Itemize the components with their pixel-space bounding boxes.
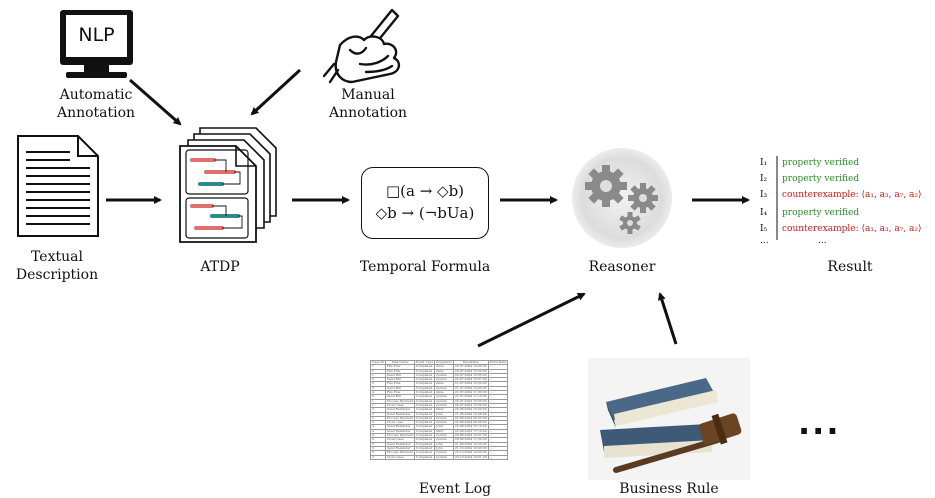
result-id: I₁ xyxy=(760,158,768,168)
formula-line-2: ◇b → (¬bUa) xyxy=(375,204,475,222)
table-cell: Mary xyxy=(433,407,454,413)
table-cell: Completed xyxy=(413,454,435,460)
event-log-header-cell: Case ID xyxy=(370,360,386,366)
atdp-label: ATDP xyxy=(200,259,240,275)
table-cell: Close Case xyxy=(384,454,415,460)
flow-arrows xyxy=(106,68,750,348)
event-log-header-cell: Extra Data xyxy=(487,360,509,366)
result-id: ... xyxy=(760,236,769,246)
gears-icon xyxy=(572,148,672,248)
temporal-formula-label: Temporal Formula xyxy=(359,259,491,275)
event-log-label: Event Log xyxy=(418,481,492,497)
textual-description-label: Textual Description xyxy=(15,249,99,283)
automatic-annotation-label: Automatic Annotation xyxy=(56,87,136,121)
table-cell: 3 xyxy=(370,454,386,460)
atdp-icon xyxy=(179,127,277,243)
reasoner-label: Reasoner xyxy=(588,259,656,275)
formula-line-1: □(a → ◇b) xyxy=(385,182,465,200)
table-cell: system xyxy=(433,420,454,426)
results-list: I₁ property verified I₂ property verifie… xyxy=(760,158,935,248)
books-gavel-image xyxy=(588,358,750,480)
business-rule-label: Business Rule xyxy=(619,481,719,497)
nlp-screen-text: NLP xyxy=(78,24,115,46)
result-text: property verified xyxy=(782,174,860,184)
temporal-formula-box: □(a → ◇b) ◇b → (¬bUa) xyxy=(361,167,489,239)
manual-annotation-label: Manual Annotation xyxy=(328,87,408,121)
result-text: counterexample: ⟨a₁, a₃, a₇, a₂⟩ xyxy=(782,190,922,200)
result-text: counterexample: ⟨a₁, a₃, a₇, a₂⟩ xyxy=(782,224,922,234)
result-label: Result xyxy=(827,259,873,275)
monitor-icon xyxy=(60,10,133,78)
result-text: ... xyxy=(818,236,827,246)
more-ellipsis: ... xyxy=(798,404,841,442)
table-cell: 25-10-2004 14:01:00 xyxy=(452,454,489,460)
table-cell: system xyxy=(433,454,454,460)
result-id: I₄ xyxy=(760,208,768,218)
result-id: I₅ xyxy=(760,224,768,234)
document-icon xyxy=(17,135,99,237)
result-id: I₃ xyxy=(760,190,768,200)
result-id: I₂ xyxy=(760,174,768,184)
result-text: property verified xyxy=(782,208,860,218)
hand-pen-icon xyxy=(322,8,401,84)
table-cell: ... xyxy=(487,454,509,460)
result-text: property verified xyxy=(782,158,860,168)
table-cell: system xyxy=(433,437,454,443)
